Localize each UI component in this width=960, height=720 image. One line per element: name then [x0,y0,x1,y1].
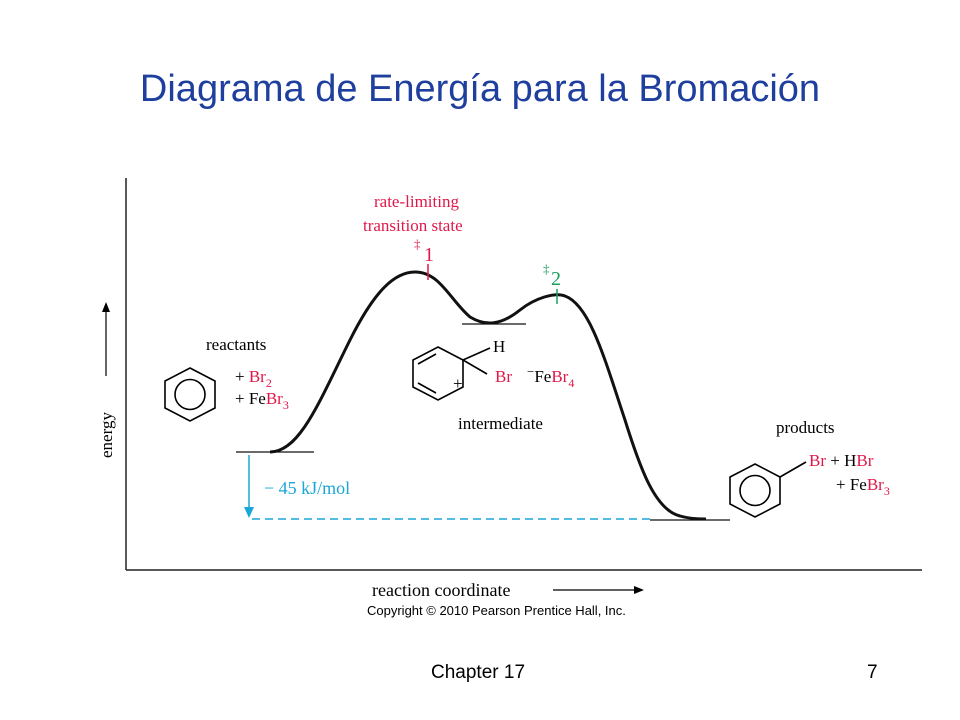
counterion-br-sub: 4 [568,376,574,390]
reactants-label: reactants [206,335,266,354]
delta-h-label: − 45 kJ/mol [264,478,350,498]
reactant-br-sub: 2 [266,376,272,390]
x-axis-label: reaction coordinate [372,580,510,600]
counterion-fe: Fe [534,367,551,386]
delta-h-arrow [244,455,254,518]
ts2-double-dagger: ‡ [543,261,550,276]
ts1-number: 1 [424,244,434,266]
arenium-ion-structure [412,346,491,401]
x-axis-arrow [553,586,644,594]
intermediate-label: intermediate [458,414,543,433]
reactant-br: Br [249,367,266,386]
footer-chapter: Chapter 17 [431,662,526,683]
counterion-minus: − [527,364,534,379]
product-plus-fe: + Fe [836,475,867,494]
reactant-febr: Br [266,389,283,408]
product-line-1: Br + HBr [809,451,874,470]
reactant-plus-fe: + Fe [235,389,266,408]
reactant-br2-line: + Br2 [235,367,272,390]
y-axis-label: energy [97,412,116,458]
ts2-number: 2 [551,268,561,290]
reactant-febr-sub: 3 [283,398,289,412]
footer-page-number: 7 [867,662,878,683]
slide-title: Diagrama de Energía para la Bromación [139,68,821,110]
products-label: products [776,418,835,437]
product-plus-h: + H [826,451,856,470]
product-febr-sub: 3 [884,484,890,498]
rate-limiting-label-line2: transition state [363,216,463,235]
copyright-notice: Copyright © 2010 Pearson Prentice Hall, … [367,603,626,618]
product-line-2: + FeBr3 [836,475,890,498]
product-febr: Br [867,475,884,494]
reactant-febr3-line: + FeBr3 [235,389,289,412]
product-hbr: Br [856,451,873,470]
intermediate-counterion: −FeBr4 [527,364,574,390]
energy-curve [269,270,707,521]
rate-limiting-label-line1: rate-limiting [374,192,459,211]
benzene-ring-reactant [164,367,216,422]
intermediate-br: Br [495,367,512,386]
benzene-ring-product [729,461,807,518]
counterion-br: Br [551,367,568,386]
intermediate-plus: + [453,374,463,393]
y-axis-arrow [102,302,110,376]
ts1-double-dagger: ‡ [414,236,421,251]
reactant-plus-1: + [235,367,249,386]
intermediate-h: H [493,337,505,356]
product-br: Br [809,451,826,470]
